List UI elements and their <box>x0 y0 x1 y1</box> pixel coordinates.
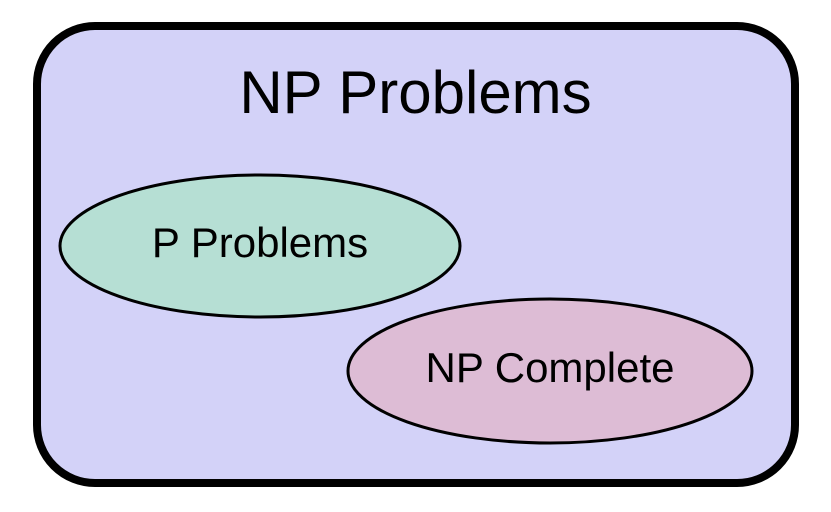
p-problems-region[interactable] <box>58 173 462 319</box>
np-problems-label: NP Problems <box>239 59 592 126</box>
np-complete-label: NP Complete <box>425 344 675 391</box>
np-complete-region[interactable] <box>346 297 754 445</box>
p-problems-label: P Problems <box>151 219 369 266</box>
